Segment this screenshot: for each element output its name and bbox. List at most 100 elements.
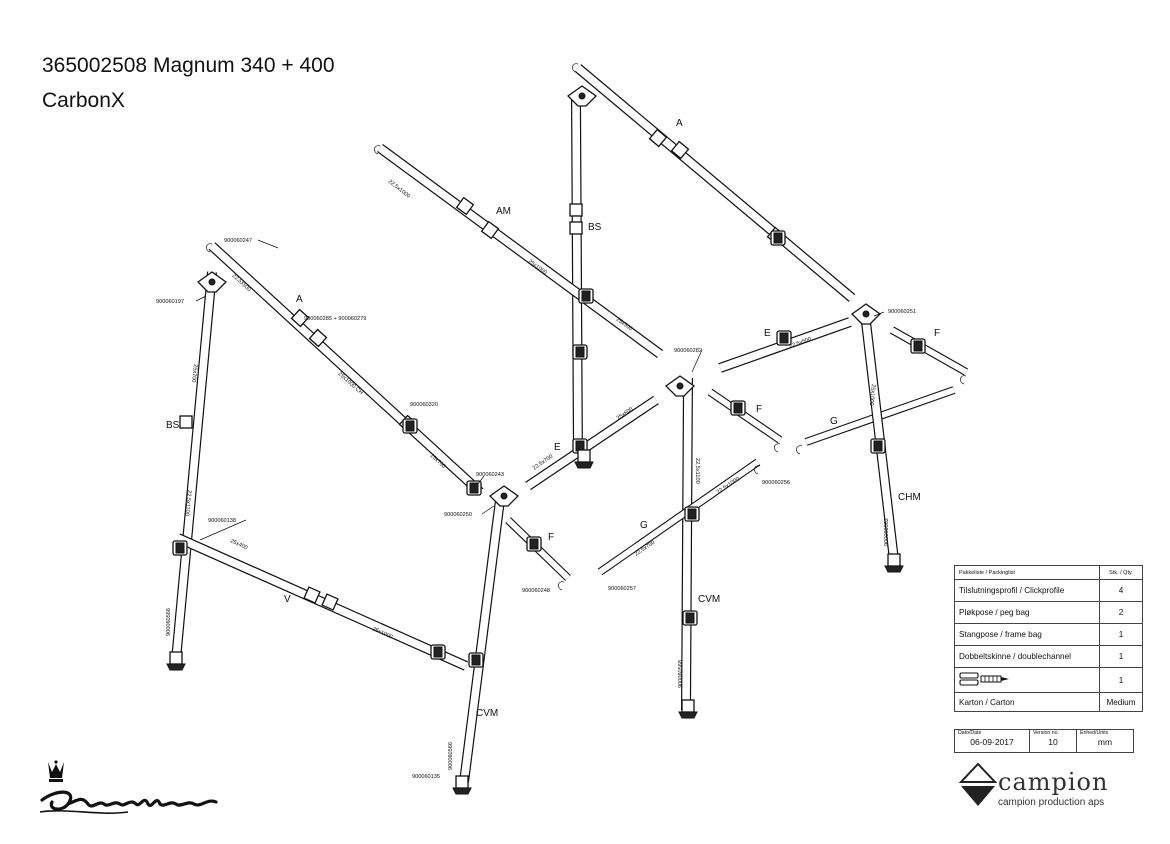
part-number: 900060285 + 900060279 [304,316,366,322]
corner-hub-pin [578,92,586,100]
packing-item-qty: 1 [1099,667,1143,693]
clamp-lever [687,508,697,520]
packing-list-header-desc: Pakkeliste / Packinglist [954,565,1100,580]
meta-date-value: 06-09-2017 [970,737,1014,747]
frame-pole [597,458,761,576]
frame-pole [459,499,505,783]
clamp-joint [466,480,482,496]
frame-pole-fill [377,144,663,358]
clamp-joint [682,610,698,626]
part-number: 900060257 [608,586,636,592]
frame-pole [574,64,856,302]
clamp-joint [468,652,484,668]
part-number: 900060248 [522,588,550,594]
campion-logo-subtitle: campion production aps [998,797,1105,808]
frame-pole [377,143,663,359]
frame-pole-fill [209,243,483,495]
frame-pole [707,388,783,444]
side-marking: 900060568 [678,660,684,688]
packing-list-header: Pakkeliste / Packinglist Stk. / Qty. [954,565,1143,580]
clamp-lever [873,440,883,452]
pole-sleeve [308,328,328,348]
foot-plate [452,775,472,795]
packing-list-row: Stangpose / frame bag 1 [954,623,1143,646]
packing-item-icon-cell [954,667,1100,693]
foot-pad [884,565,904,573]
side-marking: 900060566 [448,742,454,770]
hook-end [572,63,579,73]
clamp-lever [469,482,479,494]
clamp-joint [572,344,588,360]
meta-unit-cell: Enhed/Units mm [1076,729,1134,753]
pole-sleeve [455,196,475,216]
packing-item-qty: Medium [1099,692,1143,712]
pole-sleeve [648,128,668,148]
packing-list-header-qty: Stk. / Qty. [1099,565,1143,580]
frame-pole-fill [460,499,504,783]
corner-hub [664,375,696,397]
clamp-joint [910,338,926,354]
clamp-joint [684,506,700,522]
packing-item-desc: Tilslutningsprofil / Clickprofile [954,579,1100,602]
meta-version-value: 10 [1048,737,1058,747]
clamp-lever [685,612,695,624]
joints-layer [166,63,967,795]
part-label: BS [588,222,602,233]
clamp-joint [526,536,542,552]
clamp-joint [578,288,594,304]
part-number: 900060247 [224,238,252,244]
dimension-label: 25x400 [229,538,248,551]
frame-pole [208,242,484,496]
clamp-joint [776,330,792,346]
packing-item-desc: Pløkpose / peg bag [954,601,1100,624]
clamp-lever [529,538,539,550]
frame-pole-fill [525,396,659,490]
part-label: A [296,294,303,305]
frame-pole-fill [682,377,692,711]
document-subtitle: CarbonX [42,89,125,112]
part-label: G [640,520,648,531]
meta-date-cell: Dato/Date 06-09-2017 [954,729,1030,753]
clamp-lever [773,232,783,244]
isabella-logo [39,760,218,814]
part-label: E [764,328,771,339]
pole-sleeve [303,586,321,604]
corner-hub [488,485,520,507]
clamp-joint [770,230,786,246]
corner-hub-pin [862,310,870,318]
frame-pole-fill [176,534,468,670]
clamp-lever [405,420,415,432]
foot-tube [577,449,591,463]
leader-line [257,239,279,249]
clamp-lever [471,654,481,666]
packing-item-qty: 4 [1099,579,1143,602]
pole-sleeve [569,221,583,235]
foot-pad [166,663,186,671]
clamp-lever [433,646,443,658]
foot-pad [452,787,472,795]
part-label: G [830,416,838,427]
meta-version-label: Version no. [1033,730,1059,736]
part-label: CVM [476,708,498,719]
frame-pole-fill [575,65,855,301]
part-number: 900060256 [762,480,790,486]
part-number: 900060243 [476,472,504,478]
corner-hub [196,271,228,293]
hook-end [558,581,565,591]
foot-plate [166,651,186,671]
pole-sleeve [321,593,339,611]
packing-list-row: Pløkpose / peg bag 2 [954,601,1143,624]
part-label: AM [496,206,511,217]
campion-logo-icon [958,762,998,806]
pole-sleeve [670,140,690,160]
part-label: F [548,532,554,543]
packing-list-row: Tilslutningsprofil / Clickprofile 4 [954,579,1143,602]
leader-line [477,475,485,485]
side-marking: 900060562 [884,518,890,546]
dimension-label: 22,5x1000 [387,179,411,200]
frame-pole-fill [890,327,968,375]
foot-tube [169,651,183,665]
foot-tube [681,699,695,713]
part-number: 900060251 [888,309,916,315]
